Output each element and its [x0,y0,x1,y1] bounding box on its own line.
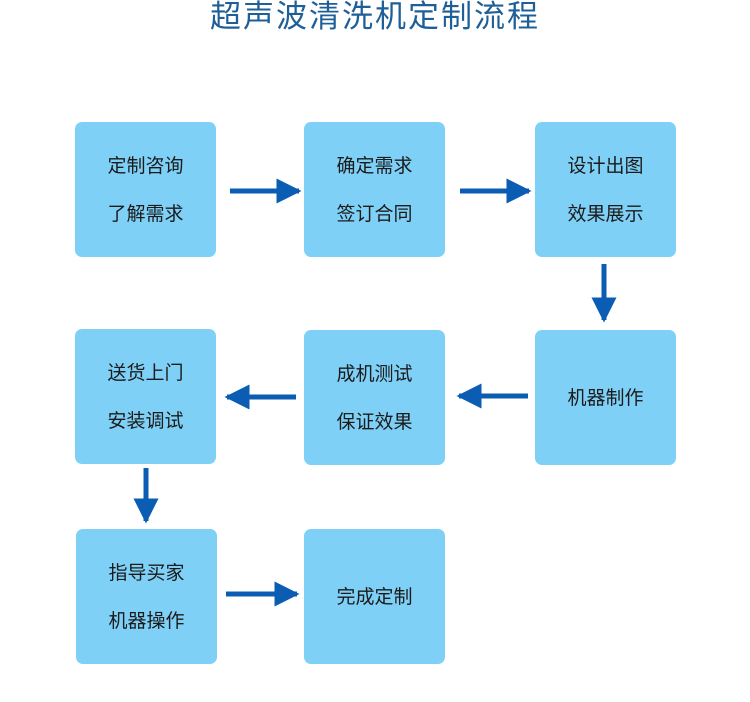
step-line: 效果展示 [567,202,644,225]
step-complete: 完成定制 [304,529,445,664]
step-line: 成机测试 [336,362,413,385]
step-line: 送货上门 [107,361,184,384]
step-line: 完成定制 [336,585,413,608]
step-testing: 成机测试 保证效果 [304,330,445,465]
step-line: 机器制作 [567,386,644,409]
step-line: 机器操作 [108,609,185,632]
step-manufacturing: 机器制作 [535,330,676,465]
step-line: 设计出图 [567,154,644,177]
step-line: 指导买家 [108,561,185,584]
step-line: 保证效果 [336,410,413,433]
step-line: 确定需求 [336,154,413,177]
step-design: 设计出图 效果展示 [535,122,676,257]
step-line: 了解需求 [107,202,184,225]
step-line: 签订合同 [336,202,413,225]
step-delivery: 送货上门 安装调试 [75,329,216,464]
page-title: 超声波清洗机定制流程 [210,0,540,35]
step-consultation: 定制咨询 了解需求 [75,122,216,257]
step-line: 定制咨询 [107,154,184,177]
step-training: 指导买家 机器操作 [76,529,217,664]
step-contract: 确定需求 签订合同 [304,122,445,257]
step-line: 安装调试 [107,409,184,432]
